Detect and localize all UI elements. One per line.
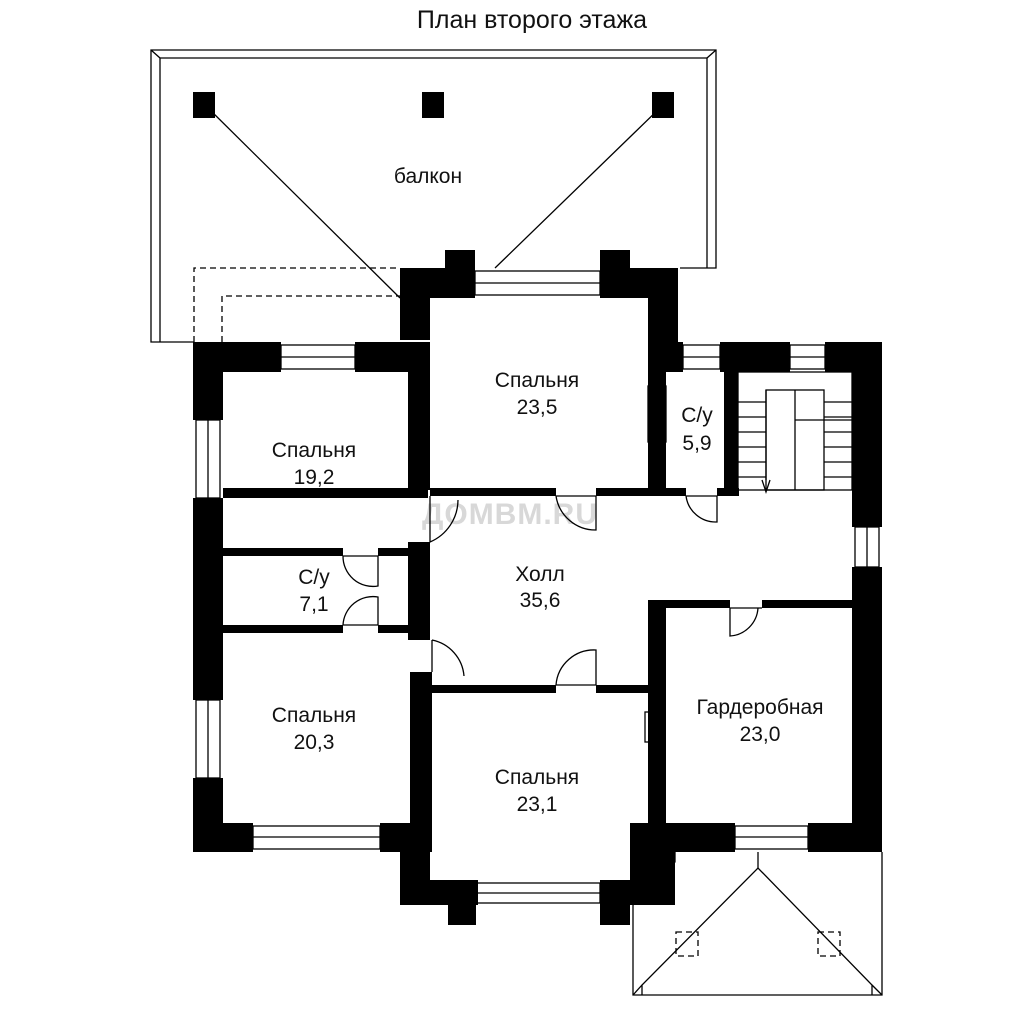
room-name-hall: Холл [515,563,565,586]
doors [342,495,762,686]
walls [193,250,882,925]
watermark: ДОМВМ.RU [422,498,598,531]
room-name-bedroom-left-bottom: Спальня [272,704,356,727]
room-name-bedroom-bottom: Спальня [495,766,579,789]
column-marker [652,92,674,118]
shaft-symbols [407,301,667,743]
room-name-wardrobe: Гардеробная [696,696,823,719]
room-area-hall: 35,6 [520,589,561,612]
room-name-bedroom-top: Спальня [495,369,579,392]
room-area-bath-right: 5,9 [682,432,711,455]
balcony: балкон [150,49,717,343]
room-area-bedroom-left-bottom: 20,3 [294,731,335,754]
room-area-wardrobe: 23,0 [740,723,781,746]
room-label-balcony: балкон [394,165,462,188]
staircase [737,371,853,495]
room-area-bedroom-left-top: 19,2 [294,466,335,489]
room-name-bedroom-left-top: Спальня [272,439,356,462]
column-marker [422,92,444,118]
room-area-bedroom-bottom: 23,1 [517,793,558,816]
room-area-bedroom-top: 23,5 [517,396,558,419]
room-labels: Спальня 23,5 Спальня 19,2 С/у 5,9 С/у 7,… [272,369,824,816]
porch-roof [632,852,883,996]
room-name-bath-right: С/у [681,404,713,427]
plan-title: План второго этажа [417,6,647,34]
windows [195,270,880,904]
room-name-bath-left: С/у [298,566,330,589]
room-area-bath-left: 7,1 [299,593,328,616]
column-marker [193,92,215,118]
